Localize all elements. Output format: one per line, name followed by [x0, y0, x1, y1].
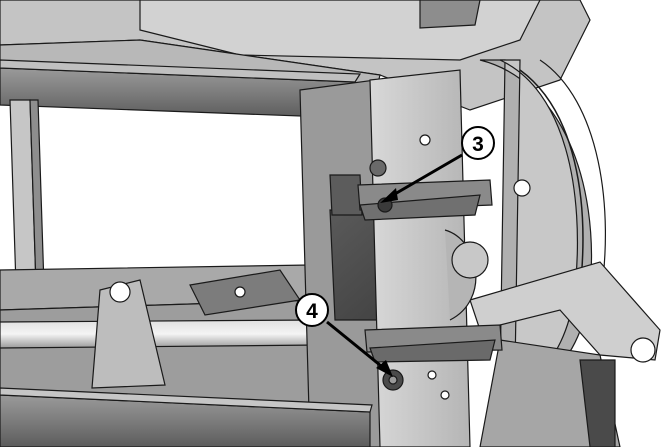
lower-beam [0, 387, 373, 447]
lower-latch [364, 324, 503, 391]
lower-right-frame [469, 261, 661, 447]
bed-bracket [91, 279, 166, 389]
callout-3-leader [387, 153, 463, 200]
callout-3-arrowhead [380, 188, 398, 203]
callout-4-arrowhead [376, 360, 393, 377]
upper-beam [0, 59, 362, 119]
callout-4-leader [326, 320, 387, 372]
upright-bracket [369, 69, 489, 447]
callout-4: 4 [295, 293, 393, 377]
callout-3-circle [461, 126, 495, 160]
callout-4-label: 4 [306, 300, 318, 323]
callout-3-label: 3 [472, 133, 484, 156]
callout-4-circle [295, 293, 329, 327]
upper-latch [329, 159, 493, 221]
callout-3: 3 [380, 126, 495, 203]
